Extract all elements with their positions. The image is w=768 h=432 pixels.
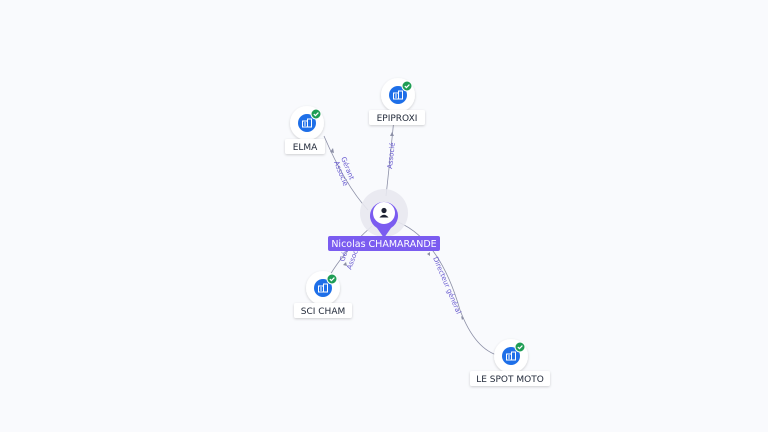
building-icon bbox=[506, 351, 516, 361]
person-name: Nicolas CHAMARANDE bbox=[331, 239, 436, 250]
edge-arrow bbox=[330, 148, 334, 153]
company-label-scicham: SCI CHAM bbox=[294, 303, 352, 318]
edge-label: Directeur général bbox=[431, 256, 462, 316]
company-node-epiproxi[interactable] bbox=[381, 78, 415, 112]
person-icon bbox=[379, 207, 389, 218]
verified-badge-icon bbox=[326, 273, 338, 285]
building-icon bbox=[318, 283, 328, 293]
edge-arrow bbox=[390, 132, 394, 136]
company-name: EPIPROXI bbox=[377, 114, 418, 124]
edge-arrow bbox=[427, 252, 430, 256]
company-label-elma: ELMA bbox=[285, 139, 325, 154]
company-node-scicham[interactable] bbox=[306, 271, 340, 305]
company-name: ELMA bbox=[293, 143, 318, 153]
verified-badge-icon bbox=[514, 341, 526, 353]
edge-label: Associé bbox=[386, 142, 397, 169]
company-node-lespotmoto[interactable] bbox=[494, 339, 528, 373]
company-node-elma[interactable] bbox=[290, 106, 324, 140]
person-node[interactable] bbox=[360, 189, 408, 238]
verified-badge-icon bbox=[310, 108, 322, 120]
building-icon bbox=[302, 118, 312, 128]
edge-lespotmoto bbox=[397, 221, 501, 357]
company-name: LE SPOT MOTO bbox=[476, 375, 544, 385]
building-icon bbox=[393, 90, 403, 100]
edges bbox=[323, 107, 501, 357]
company-name: SCI CHAM bbox=[301, 307, 346, 317]
company-label-lespotmoto: LE SPOT MOTO bbox=[470, 371, 550, 386]
company-label-epiproxi: EPIPROXI bbox=[369, 110, 425, 125]
person-label: Nicolas CHAMARANDE bbox=[328, 236, 440, 251]
edge-arrow bbox=[461, 316, 464, 320]
edge-arrow bbox=[343, 262, 347, 266]
verified-badge-icon bbox=[401, 80, 413, 92]
